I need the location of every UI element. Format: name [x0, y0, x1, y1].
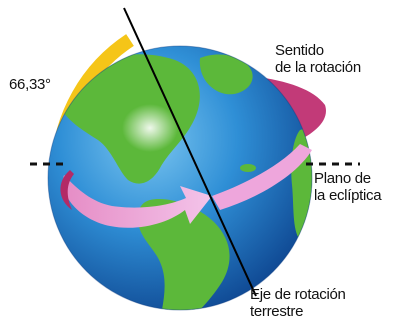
rotation-arrow-front [63, 175, 213, 228]
rotation-axis-line-1: Eje de rotación [250, 286, 346, 303]
rotation-axis-line-2: terrestre [250, 303, 304, 320]
ecliptic-plane-line-1: Plano de [314, 170, 371, 187]
rotation-direction-line-2: de la rotación [275, 59, 361, 76]
rotation-direction-label: Sentido de la rotación [275, 42, 361, 76]
continent-south-america [137, 199, 230, 310]
rotation-arrow-left-edge [60, 170, 74, 210]
rotation-direction-line-1: Sentido [275, 42, 324, 59]
continent-greenland [199, 54, 253, 95]
rotation-arrow-right [212, 144, 312, 210]
ecliptic-plane-label: Plano de la eclíptica [314, 170, 382, 204]
rotation-axis [123, 7, 257, 297]
ecliptic-plane-line-2: la eclíptica [314, 187, 382, 204]
earth-globe [47, 45, 313, 311]
angle-label: 66,33° [9, 76, 51, 93]
rotation-axis-label: Eje de rotación terrestre [250, 286, 346, 320]
